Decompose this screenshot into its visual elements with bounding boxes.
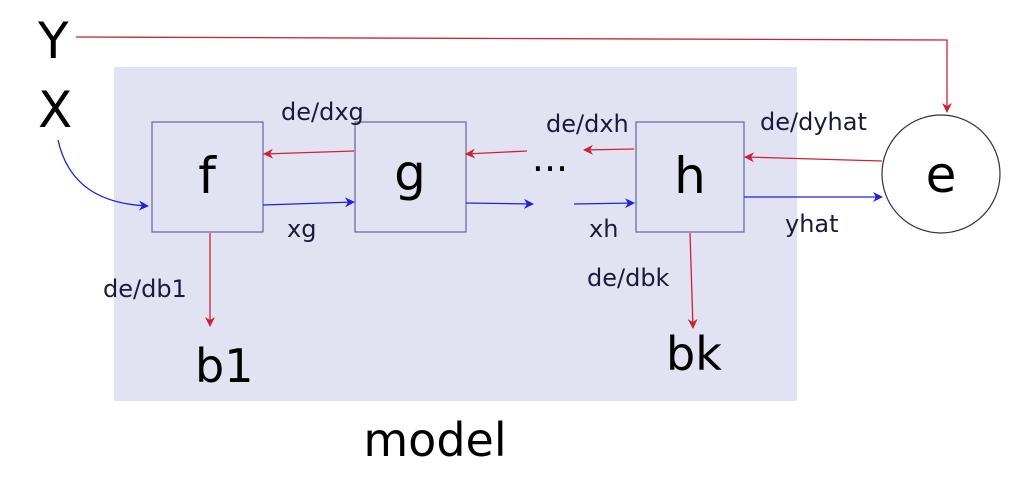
de-db1-label: de/db1: [103, 275, 187, 303]
e-to-h-grad-arrow: [744, 152, 883, 163]
g-to-ellipsis-arrow: [465, 198, 534, 209]
input-x-label: X: [38, 81, 72, 139]
de-dxg-label: de/dxg: [281, 98, 364, 126]
node-g-box: [354, 121, 467, 233]
y-to-e-arrow: [75, 36, 952, 113]
input-y-label: Y: [37, 12, 69, 70]
de-dxh-label: de/dxh: [546, 110, 629, 138]
x-to-f-arrow: [57, 139, 149, 211]
ellipsis-to-g-grad-arrow: [465, 148, 528, 159]
xg-label: xg: [287, 215, 316, 243]
node-e-circle: [881, 114, 1001, 234]
node-f-box: [151, 121, 264, 233]
yhat-label: yhat: [785, 210, 839, 238]
de-dyhat-label: de/dyhat: [760, 108, 867, 136]
model-panel: [114, 67, 797, 401]
model-label: model: [363, 413, 506, 467]
node-e-label: e: [926, 146, 957, 204]
node-g-label: g: [394, 144, 426, 202]
node-h-box: [635, 121, 745, 233]
param-bk-label: bk: [666, 327, 722, 381]
g-to-f-grad-arrow: [263, 148, 355, 159]
node-h-label: h: [674, 147, 706, 205]
f-to-g-arrow: [262, 197, 355, 208]
xh-label: xh: [589, 215, 618, 243]
param-b1-label: b1: [195, 339, 253, 393]
de-dbk-label: de/dbk: [587, 264, 670, 292]
ellipsis-label: ···: [532, 147, 568, 191]
node-f-label: f: [198, 147, 217, 205]
h-to-ellipsis-grad-arrow: [583, 144, 635, 155]
h-to-bk-grad-arrow: [687, 232, 698, 329]
ellipsis-to-h-arrow: [573, 198, 635, 209]
